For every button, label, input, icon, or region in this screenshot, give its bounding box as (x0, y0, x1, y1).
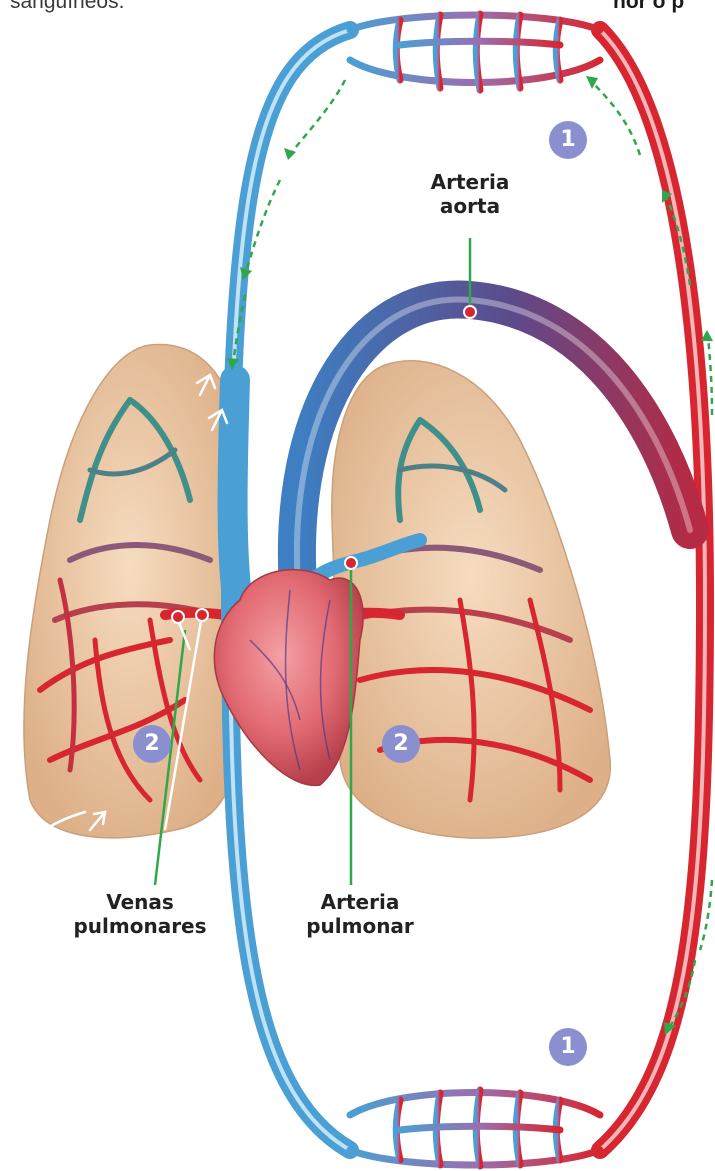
marker-venas-2 (172, 611, 184, 623)
header-left-text: sanguíneos. (10, 0, 124, 14)
marker-aorta (464, 306, 476, 318)
left-lung (24, 344, 236, 837)
label-arteria-aorta: Arteria aorta (415, 170, 525, 218)
badge-left-lung: 2 (133, 725, 171, 763)
vena-cava (233, 380, 240, 620)
arrowhead-top-left (284, 148, 296, 160)
label-venas-line-1: Venas (55, 890, 225, 914)
badge-top-capillaries: 1 (549, 121, 587, 159)
label-aorta-line-1: Arteria (415, 170, 525, 194)
label-venas-pulmonares: Venas pulmonares (55, 890, 225, 938)
label-arteria-pulmonar: Arteria pulmonar (290, 890, 430, 938)
header-right-text: nor o p (613, 0, 684, 14)
arrow-right-mid (708, 335, 712, 415)
bottom-capillary-bed (350, 1090, 600, 1166)
label-pulmonar-line-1: Arteria (290, 890, 430, 914)
top-capillary-bed (350, 14, 600, 90)
badge-right-lung: 2 (382, 725, 420, 763)
label-venas-line-2: pulmonares (55, 914, 225, 938)
marker-venas-1 (196, 609, 208, 621)
label-pulmonar-line-2: pulmonar (290, 914, 430, 938)
label-aorta-line-2: aorta (415, 194, 525, 218)
marker-pulmonar (345, 557, 357, 569)
badge-bottom-capillaries: 1 (549, 1028, 587, 1066)
arrow-top-left (290, 80, 345, 155)
